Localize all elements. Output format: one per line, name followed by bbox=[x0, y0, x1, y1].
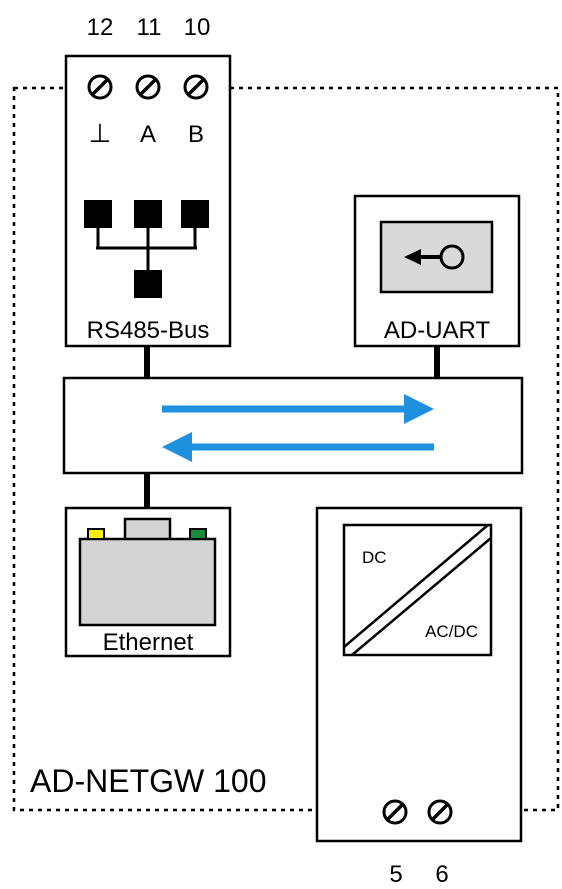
bus-topology-icon bbox=[84, 200, 209, 298]
terminal-number-6: 6 bbox=[435, 861, 448, 888]
uart-module: AD-UART bbox=[353, 194, 521, 348]
power-terminal-5 bbox=[382, 799, 408, 825]
terminal-number-11: 11 bbox=[137, 14, 162, 41]
rs485-signal-ground: ⊥ bbox=[89, 118, 112, 148]
rs485-label: RS485-Bus bbox=[87, 317, 210, 344]
uart-input-icon bbox=[404, 244, 465, 270]
rs485-signal-a: A bbox=[140, 121, 156, 148]
power-module: DC AC/DC bbox=[315, 506, 523, 843]
device-name: AD-NETGW 100 bbox=[30, 763, 266, 799]
terminal-number-10: 10 bbox=[184, 14, 211, 41]
ethernet-module: Ethernet bbox=[64, 506, 232, 658]
rs485-signal-b: B bbox=[188, 121, 204, 148]
terminal-number-12: 12 bbox=[87, 14, 114, 41]
rs485-terminal-11 bbox=[135, 74, 161, 100]
bridge-block bbox=[62, 376, 524, 475]
rs485-module: ⊥ A B RS485-Bus bbox=[64, 54, 232, 348]
acdc-label: AC/DC bbox=[425, 622, 478, 641]
rs485-terminal-10 bbox=[183, 74, 209, 100]
terminal-number-5: 5 bbox=[389, 861, 402, 888]
uart-label: AD-UART bbox=[384, 317, 491, 344]
led-left-icon bbox=[87, 528, 105, 540]
power-terminal-6 bbox=[427, 799, 453, 825]
ethernet-label: Ethernet bbox=[103, 629, 194, 656]
arrow-right-icon bbox=[162, 394, 434, 424]
dc-label: DC bbox=[362, 548, 387, 567]
ethernet-socket bbox=[78, 537, 217, 627]
arrow-left-icon bbox=[162, 432, 434, 462]
dc-acdc-converter-icon: DC AC/DC bbox=[342, 523, 493, 657]
led-right-icon bbox=[189, 528, 207, 540]
device-outline bbox=[12, 86, 560, 812]
rs485-terminal-12 bbox=[87, 74, 113, 100]
